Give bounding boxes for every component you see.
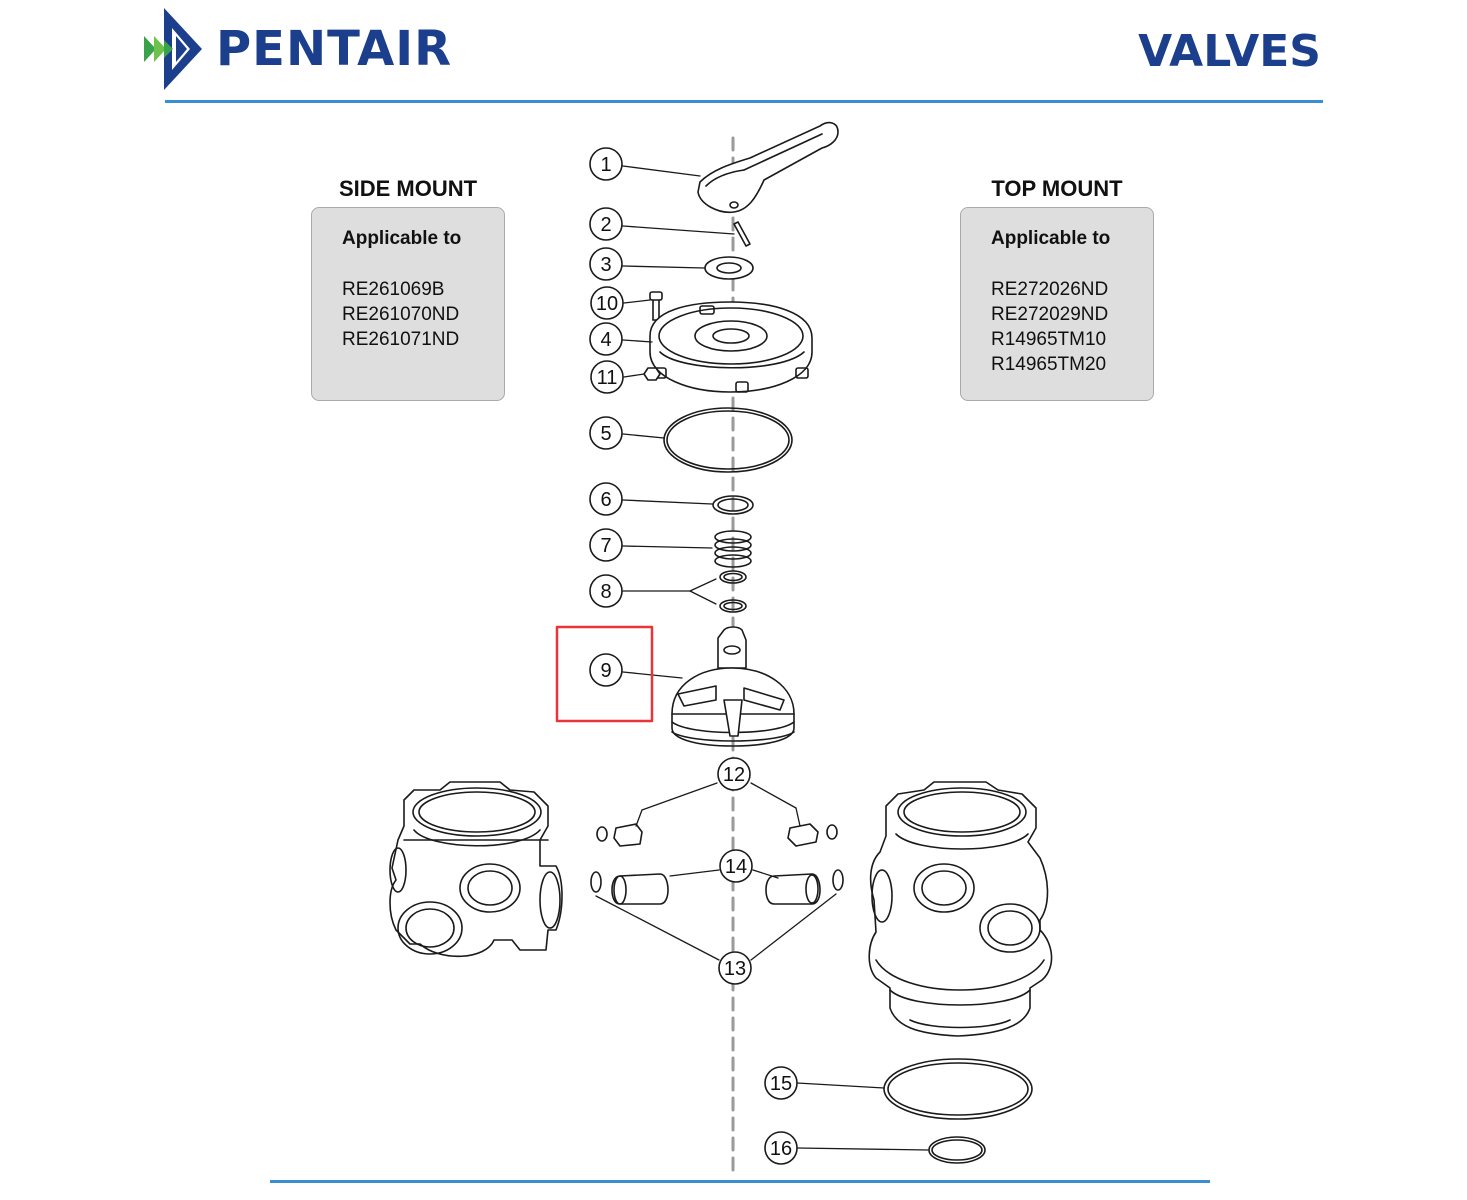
part-large-o-ring <box>663 407 793 473</box>
callout-number: 16 <box>770 1138 792 1160</box>
callout-number: 13 <box>724 958 746 980</box>
section-title: VALVES <box>1138 26 1321 77</box>
callout-number: 10 <box>596 293 618 315</box>
top-mount-model: RE272026ND <box>991 279 1109 300</box>
callout-bubbles <box>589 147 798 1165</box>
callout-number: 15 <box>770 1073 792 1095</box>
callout-bubble-8 <box>589 574 623 608</box>
top-mount-title: TOP MOUNT <box>991 176 1123 201</box>
header-rule <box>165 100 1323 103</box>
top-mount-applicable-box: Applicable to RE272026ND RE272029ND R149… <box>960 207 1154 401</box>
side-mount-valve-body <box>389 781 563 958</box>
callout-number: 12 <box>723 764 745 786</box>
callout-bubble-4 <box>589 322 623 356</box>
callout-number: 4 <box>600 329 611 351</box>
callout-bubble-7 <box>589 528 623 562</box>
brand-header: PENTAIR <box>140 6 452 92</box>
callout-bubble-1 <box>589 147 623 181</box>
part-handle <box>697 121 839 214</box>
top-mount-model: R14965TM20 <box>991 354 1107 375</box>
callout-bubble-11 <box>590 360 624 394</box>
part-valve-cover <box>649 301 813 393</box>
callout-bubble-2 <box>589 207 623 241</box>
callout-number: 7 <box>600 535 611 557</box>
callout-bubble-3 <box>589 247 623 281</box>
side-mount-applicable-label: Applicable to <box>342 228 462 249</box>
callout-number: 2 <box>600 214 611 236</box>
part-tubes <box>611 873 821 905</box>
part-nut <box>643 367 661 381</box>
part-small-o-rings <box>719 570 747 613</box>
part-diverter-rotor <box>671 626 795 747</box>
highlight-box <box>555 625 654 723</box>
callout-number: 11 <box>597 367 618 389</box>
side-mount-title: SIDE MOUNT <box>338 176 478 201</box>
side-mount-model: RE261070ND <box>342 304 460 325</box>
pentair-logo-icon <box>144 8 202 90</box>
part-screw <box>649 291 663 321</box>
callout-bubble-16 <box>764 1131 798 1165</box>
leader-lines <box>595 165 929 1151</box>
callout-bubble-5 <box>589 416 623 450</box>
top-mount-model: RE272029ND <box>991 304 1109 325</box>
top-mount-valve-body <box>868 781 1053 1037</box>
callout-number: 3 <box>600 254 611 276</box>
part-washer <box>704 256 754 280</box>
part-tube-rings <box>590 869 844 893</box>
callout-bubble-13 <box>718 951 752 985</box>
top-mount-applicable-label: Applicable to <box>991 228 1111 249</box>
part-base-o-ring <box>883 1058 1033 1120</box>
footer-rule <box>270 1180 1210 1183</box>
brand-name: PENTAIR <box>216 21 453 77</box>
side-mount-model: RE261069B <box>342 279 445 300</box>
callout-bubble-12 <box>717 757 751 791</box>
top-mount-model: R14965TM10 <box>991 329 1107 350</box>
callout-number: 1 <box>600 154 611 176</box>
callout-bubble-15 <box>764 1066 798 1100</box>
callout-bubble-6 <box>589 482 623 516</box>
callout-number: 6 <box>600 489 611 511</box>
part-o-ring <box>712 495 754 515</box>
part-fittings <box>596 823 838 847</box>
part-spring <box>714 530 752 568</box>
callout-number: 5 <box>600 423 611 445</box>
side-mount-model: RE261071ND <box>342 329 460 350</box>
side-mount-applicable-box: Applicable to RE261069B RE261070ND RE261… <box>311 207 505 401</box>
part-pin <box>733 221 751 247</box>
callout-bubble-10 <box>590 286 624 320</box>
part-base-small-o-ring <box>928 1136 986 1164</box>
callout-number: 14 <box>725 856 747 878</box>
callout-number: 9 <box>600 660 611 682</box>
callout-bubble-9 <box>589 653 623 687</box>
callout-number: 8 <box>600 581 611 603</box>
callout-bubble-14 <box>719 849 753 883</box>
callout-numbers: 1 2 3 10 4 11 5 6 7 8 9 12 14 13 15 16 <box>596 154 792 1160</box>
